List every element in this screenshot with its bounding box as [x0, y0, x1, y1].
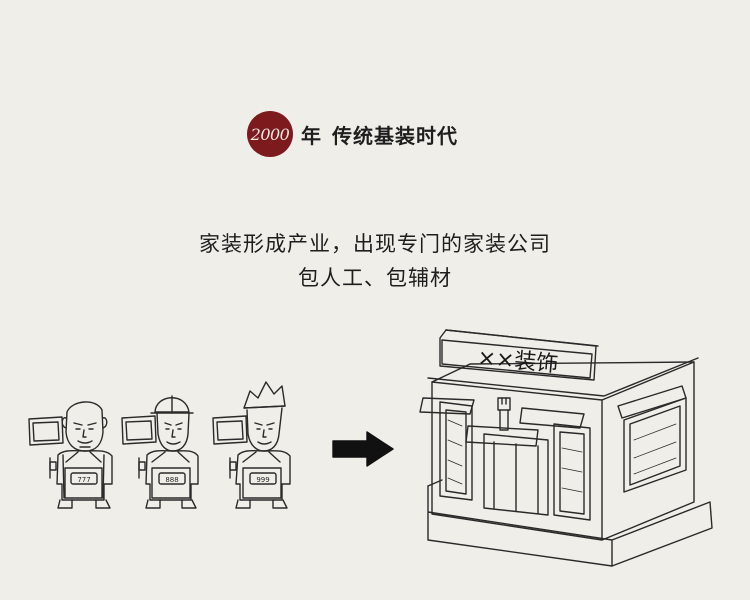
arrow-right-icon: [332, 431, 394, 467]
description-line-1: 家装形成产业，出现专门的家装公司: [199, 232, 551, 256]
decoration-shop: [419, 329, 713, 567]
worker-3-badge: 999: [256, 476, 269, 484]
era-header: 2000 年传统基装时代: [247, 110, 458, 158]
paintbrush-icon: [497, 397, 511, 431]
era-title: 年传统基装时代: [301, 120, 458, 149]
worker-2: 888: [121, 395, 199, 509]
worker-1: 777: [28, 401, 113, 509]
worker-1-badge: 777: [77, 476, 90, 484]
worker-2-badge: 888: [165, 476, 178, 484]
description-line-2: 包人工、包辅材: [298, 266, 452, 290]
year-badge-text: 2000: [250, 125, 290, 144]
era-title-text: 传统基装时代: [332, 123, 458, 148]
year-badge: 2000: [247, 111, 293, 157]
worker-3: 999: [212, 381, 291, 509]
year-suffix: 年: [301, 123, 322, 148]
